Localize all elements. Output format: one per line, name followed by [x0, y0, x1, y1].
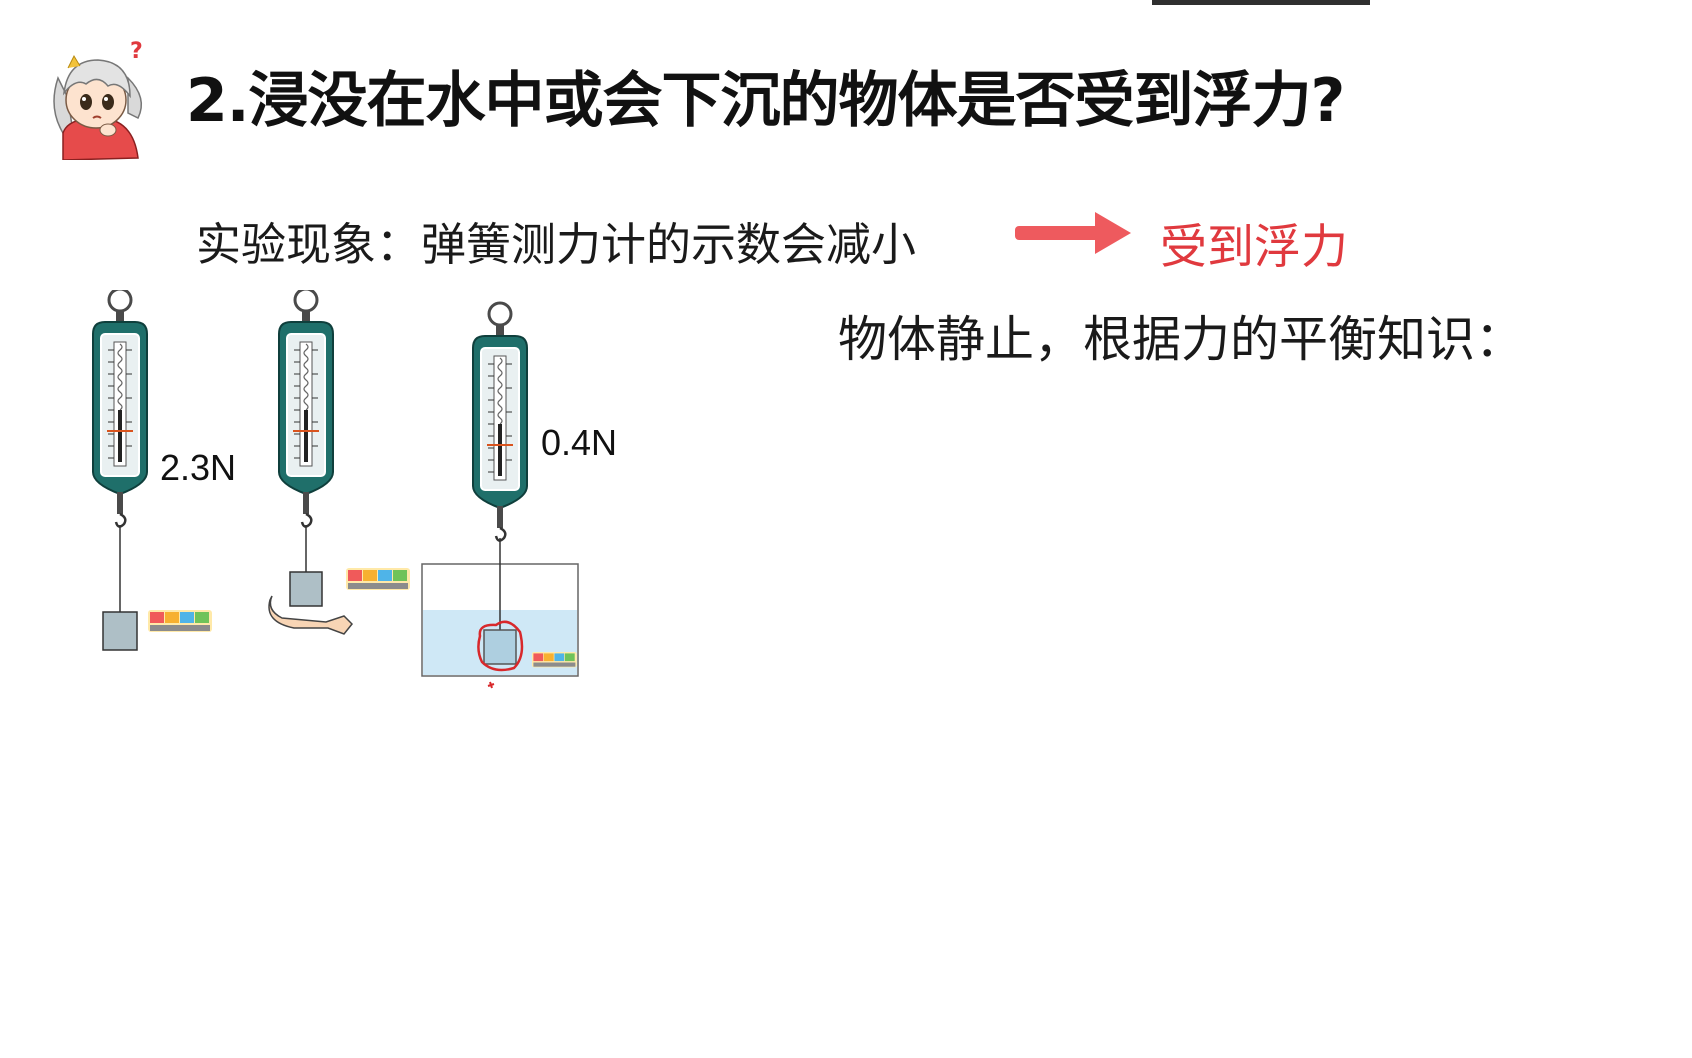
spring-scale-in-air [91, 290, 149, 651]
spring-scale-hand-support [268, 290, 354, 635]
thinking-girl-mascot-icon: ? [53, 39, 143, 160]
right-arrow-icon [1015, 212, 1131, 254]
force-balance-text: 物体静止，根据力的平衡知识： [838, 311, 1525, 368]
top-bar [1152, 0, 1370, 5]
conclusion-text: 受到浮力 [1160, 220, 1348, 275]
watermark-logo-icon [148, 610, 212, 632]
reading-in-air: 2.3N [160, 447, 237, 488]
slide-title: 2.浸没在水中或会下沉的物体是否受到浮力? [186, 66, 1345, 136]
spring-scale-experiment-figure [91, 290, 579, 689]
reading-in-water: 0.4N [541, 422, 618, 463]
watermark-logo-icon [532, 652, 577, 668]
watermark-logo-icon [346, 568, 410, 590]
experiment-phenomenon-text: 实验现象：弹簧测力计的示数会减小 [196, 218, 917, 271]
spring-scale-in-water [471, 301, 529, 543]
svg-text:?: ? [130, 39, 143, 64]
